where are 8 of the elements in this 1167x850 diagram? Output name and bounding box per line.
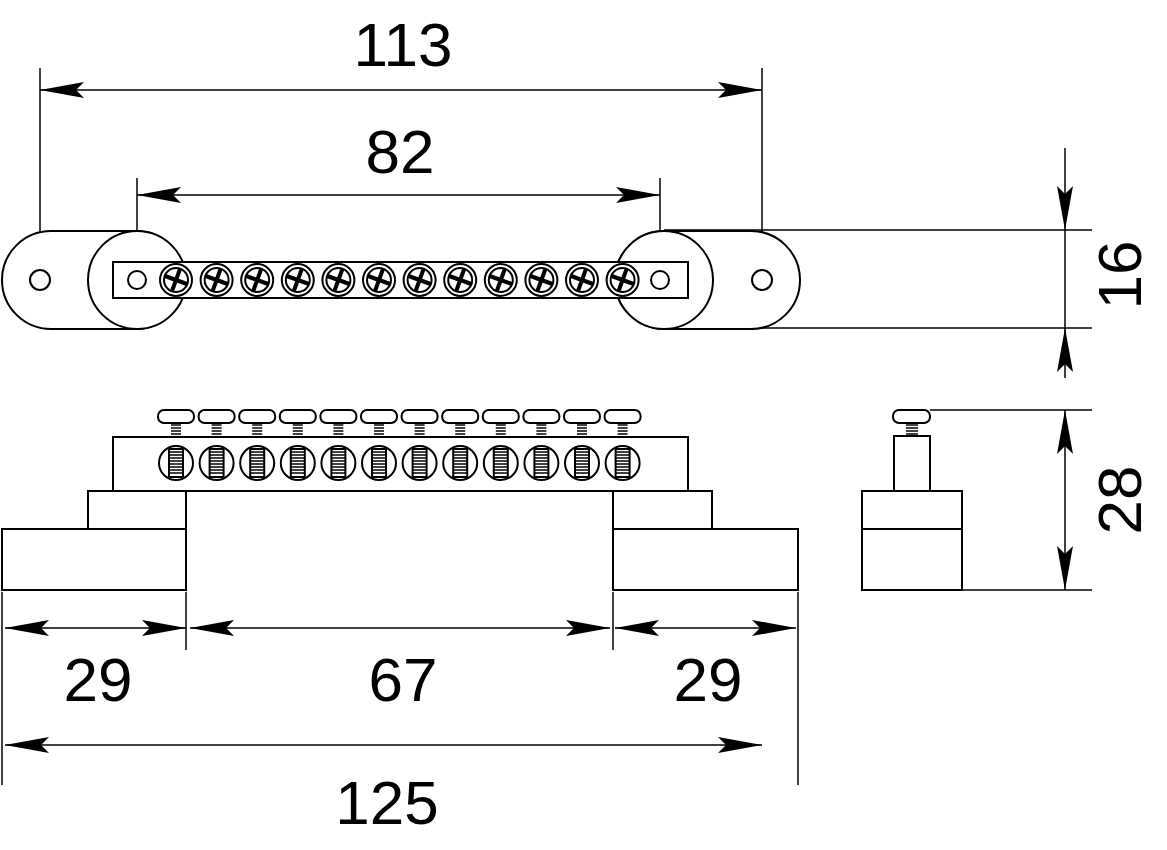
dimension-label: 28 (1089, 465, 1151, 535)
dimension-label: 125 (335, 772, 439, 834)
dimension-label: 67 (368, 649, 438, 711)
dimension-label: 16 (1089, 240, 1151, 310)
dimension-label: 29 (63, 649, 133, 711)
dimension-label: 82 (365, 121, 435, 183)
dimension-label: 113 (353, 14, 453, 76)
dimension-label: 29 (673, 649, 743, 711)
